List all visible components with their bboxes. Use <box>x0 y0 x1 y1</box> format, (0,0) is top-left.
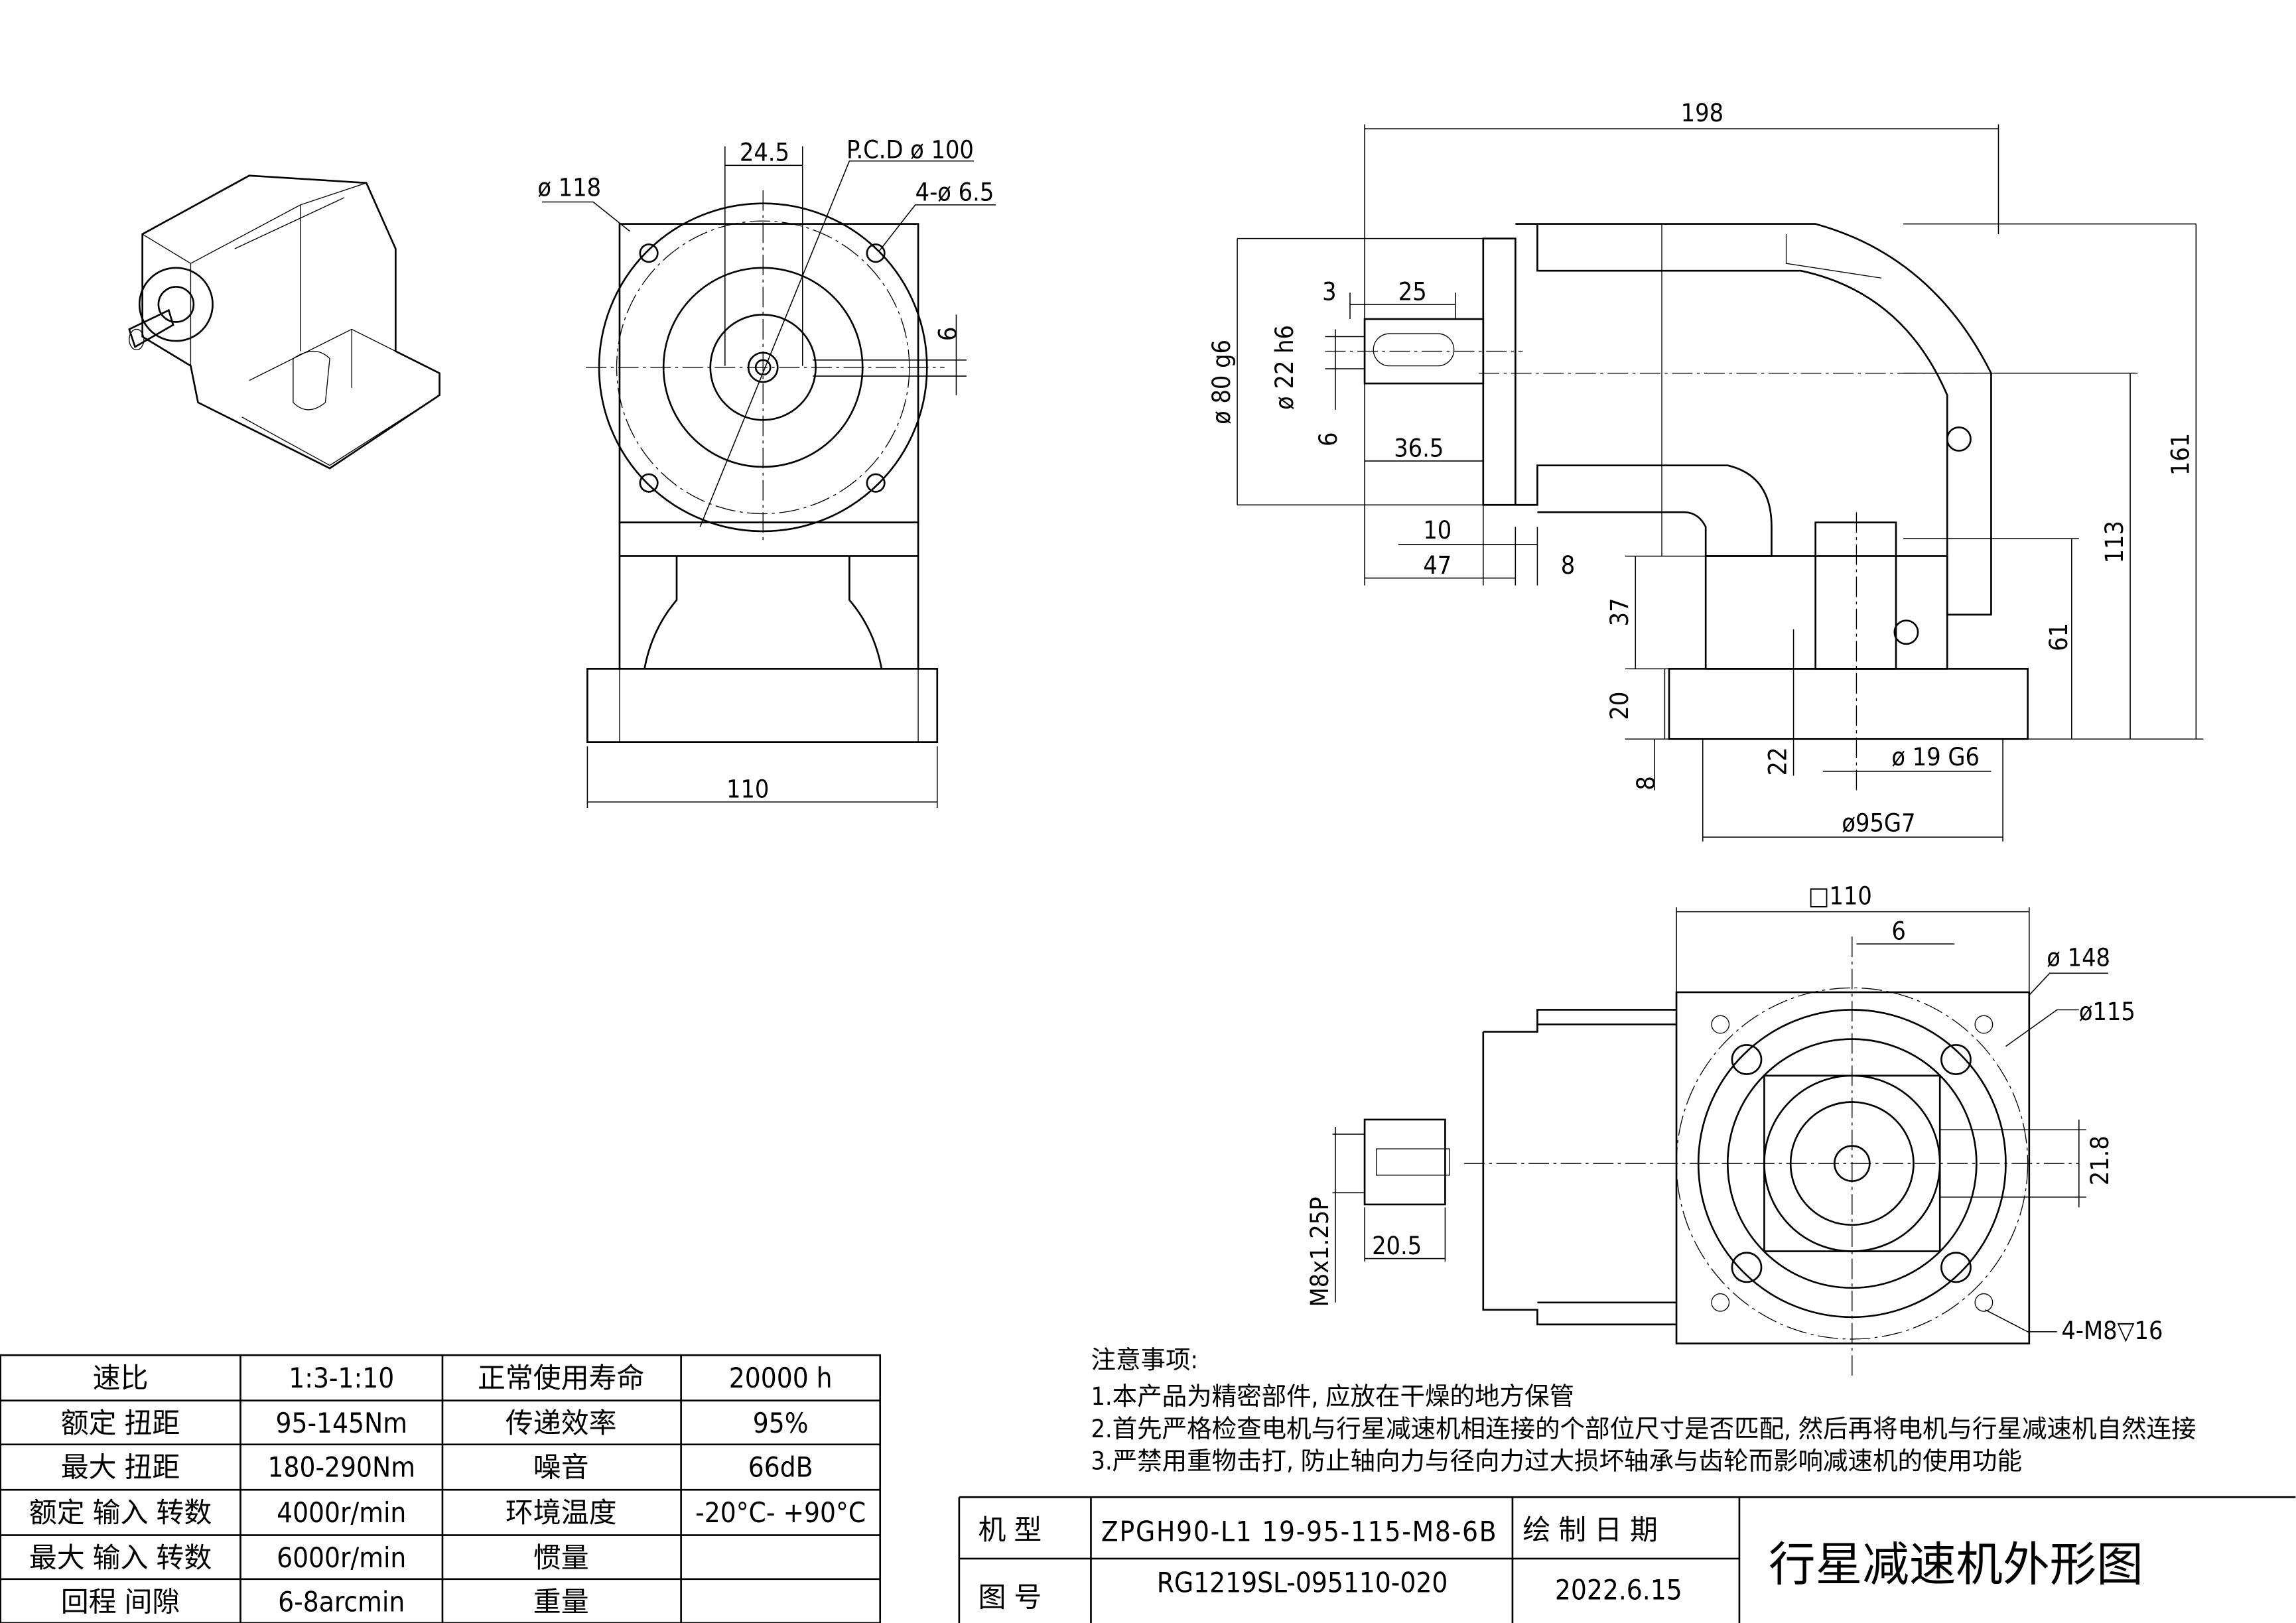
dim-holes: 4-ø 6.5 <box>915 177 994 206</box>
spec-label: 最大 输入 转数 <box>29 1541 212 1574</box>
dim-24-5: 24.5 <box>740 138 789 167</box>
dim-36-5: 36.5 <box>1394 433 1444 462</box>
dim-20-5: 20.5 <box>1372 1231 1422 1260</box>
spec-label: 回程 间隙 <box>61 1585 180 1618</box>
drawing-no: RG1219SL-095110-020 <box>1157 1567 1448 1599</box>
date-label: 绘 制 日 期 <box>1522 1514 1658 1546</box>
spec-label: 环境温度 <box>506 1496 617 1529</box>
spec-value: 95% <box>753 1407 809 1439</box>
title-block: 机 型 ZPGH90-L1 19-95-115-M8-6B 绘 制 日 期 图 … <box>958 1496 2296 1623</box>
dim-113: 113 <box>2100 521 2129 563</box>
spec-label: 额定 扭距 <box>61 1407 180 1439</box>
model-label: 机 型 <box>979 1514 1042 1546</box>
dim-6-bottom: 6 <box>1891 917 1905 946</box>
model-value: ZPGH90-L1 19-95-115-M8-6B <box>1101 1515 1497 1547</box>
dim-20: 20 <box>1605 692 1634 720</box>
note-1: 1.本产品为精密部件, 应放在干燥的地方保管 <box>1091 1382 1574 1411</box>
side-view: 198 3 25 ø 80 g6 ø 22 h6 6 36.5 10 47 8 … <box>1207 98 2204 842</box>
spec-value: 20000 h <box>729 1362 833 1394</box>
dim-holes-m8: 4-M8▽16 <box>2061 1316 2163 1345</box>
spec-label: 噪音 <box>533 1451 589 1483</box>
dim-8b: 8 <box>1631 776 1660 790</box>
dim-47: 47 <box>1423 551 1452 580</box>
dim-dia-80: ø 80 g6 <box>1207 340 1236 424</box>
spec-label: 速比 <box>93 1362 149 1394</box>
spec-value: 4000r/min <box>277 1496 406 1529</box>
front-view: 24.5 P.C.D ø 100 4-ø 6.5 ø 118 6 110 <box>537 135 996 808</box>
notes-title: 注意事项: <box>1091 1345 1197 1374</box>
drawing-no-label: 图 号 <box>979 1581 1042 1614</box>
dim-25: 25 <box>1398 277 1427 306</box>
spec-value: 1:3-1:10 <box>289 1362 394 1394</box>
drawing-title: 行星减速机外形图 <box>1769 1537 2143 1592</box>
spec-value: 95-145Nm <box>275 1407 407 1439</box>
spec-label: 正常使用寿命 <box>478 1362 644 1394</box>
dim-6: 6 <box>933 327 962 341</box>
spec-value: 6-8arcmin <box>278 1585 405 1618</box>
spec-value: 6000r/min <box>277 1541 406 1574</box>
spec-label: 惯量 <box>533 1541 589 1574</box>
dim-dia-148: ø 148 <box>2047 942 2110 972</box>
note-2: 2.首先严格检查电机与行星减速机相连接的个部位尺寸是否匹配, 然后再将电机与行星… <box>1091 1414 2196 1443</box>
dim-dia-118: ø 118 <box>537 173 601 202</box>
dim-22: 22 <box>1763 747 1792 776</box>
dim-6-side: 6 <box>1314 432 1343 446</box>
spec-label: 额定 输入 转数 <box>29 1496 212 1529</box>
drawing-date: 2022.6.15 <box>1555 1574 1682 1606</box>
dim-161: 161 <box>2165 433 2195 476</box>
dim-dia-22: ø 22 h6 <box>1270 325 1299 410</box>
bottom-view: □110 6 ø 148 ø115 21.8 M8x1.25P 20.5 4-M… <box>1305 881 2163 1376</box>
note-3: 3.严禁用重物击打, 防止轴向力与径向力过大损坏轴承与齿轮而影响减速机的使用功能 <box>1091 1446 2022 1475</box>
dim-8: 8 <box>1561 551 1575 580</box>
spec-label: 最大 扭距 <box>61 1451 180 1483</box>
dim-pcd: P.C.D ø 100 <box>846 135 974 164</box>
dim-10: 10 <box>1423 515 1452 545</box>
dim-61: 61 <box>2044 623 2073 651</box>
dim-21-8: 21.8 <box>2085 1136 2114 1185</box>
notes: 注意事项: 1.本产品为精密部件, 应放在干燥的地方保管 2.首先严格检查电机与… <box>1091 1345 2196 1475</box>
dim-3: 3 <box>1322 277 1336 306</box>
spec-label: 传递效率 <box>506 1407 617 1439</box>
dim-dia-95: ø95G7 <box>1842 808 1915 837</box>
isometric-view <box>128 174 440 470</box>
spec-value: 180-290Nm <box>268 1451 415 1483</box>
dim-dia-19: ø 19 G6 <box>1891 742 1980 771</box>
dim-37: 37 <box>1605 598 1634 626</box>
spec-value: -20°C- +90°C <box>695 1496 866 1529</box>
dim-sq-110: □110 <box>1808 881 1872 911</box>
dim-thread: M8x1.25P <box>1305 1197 1334 1307</box>
dim-dia-115: ø115 <box>2079 997 2135 1026</box>
spec-value: 66dB <box>748 1451 813 1483</box>
spec-table: 速比 1:3-1:10 正常使用寿命 20000 h 额定 扭距 95-145Nm 传递效率… <box>0 1354 882 1623</box>
dim-110: 110 <box>726 775 769 804</box>
dim-198: 198 <box>1681 98 1723 127</box>
spec-label: 重量 <box>533 1585 589 1618</box>
